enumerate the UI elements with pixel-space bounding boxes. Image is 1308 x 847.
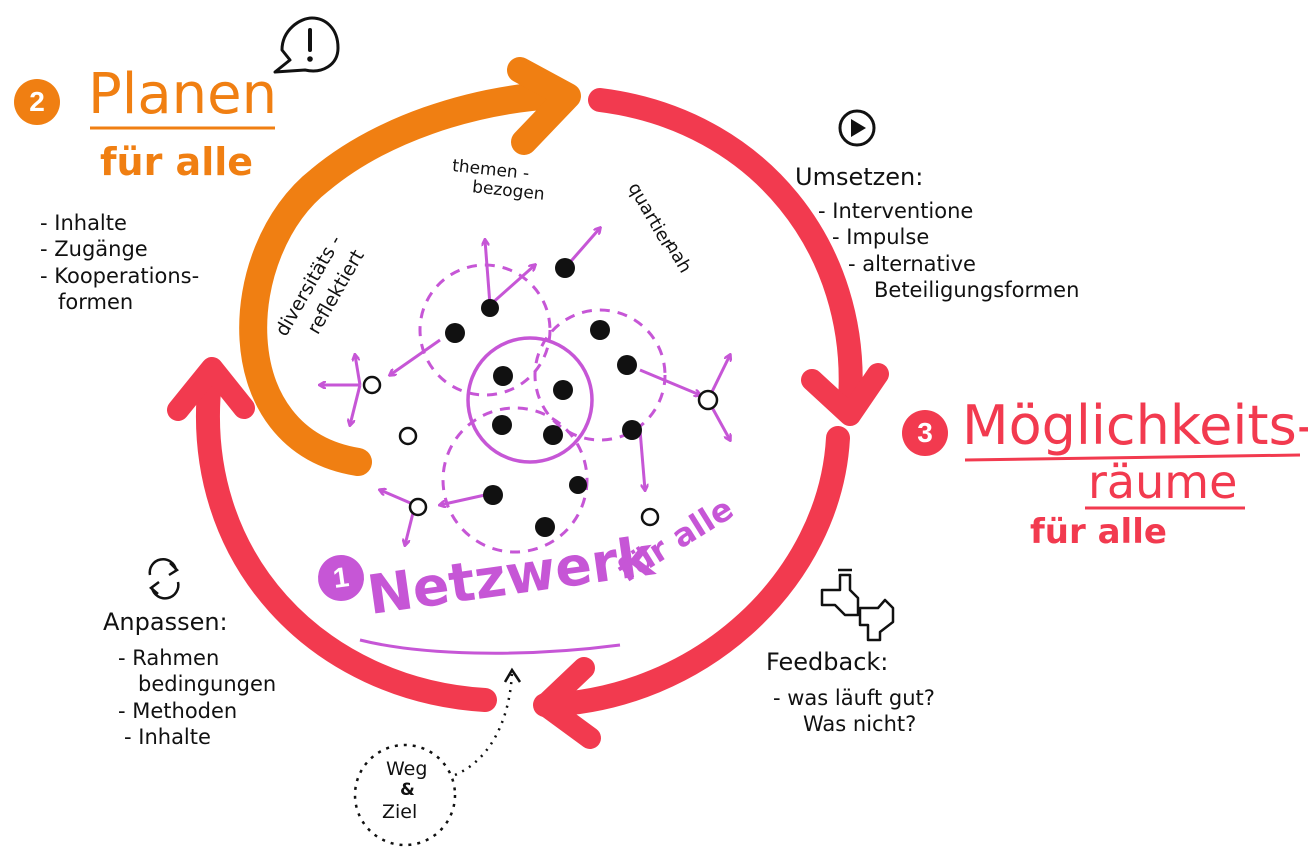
play-icon <box>838 109 876 147</box>
list-item: Beteiligungsformen <box>874 277 1080 302</box>
list-item: - Zugänge <box>40 237 148 262</box>
pipe-valve-icon <box>820 568 895 642</box>
list-item: - Impulse <box>832 225 930 250</box>
planen-title: Planen <box>88 62 278 127</box>
list-item: bedingungen <box>138 672 277 697</box>
umsetzen-list: - Interventione - Impulse - alternative … <box>818 198 1079 303</box>
planen-subtitle: für alle <box>100 140 254 184</box>
moeglichkeits-title-line1: Möglichkeits- <box>962 394 1308 457</box>
umsetzen-heading: Umsetzen: <box>795 163 924 191</box>
planen-arrow <box>239 57 581 476</box>
weg-ziel-line2: & <box>400 780 415 800</box>
feedback-heading: Feedback: <box>766 648 889 676</box>
anpassen-arrow <box>167 357 497 712</box>
list-item: - Inhalte <box>40 211 127 235</box>
list-item: Was nicht? <box>803 712 917 737</box>
cycle-arrows-icon <box>148 558 180 600</box>
list-item: - was läuft gut? <box>773 686 935 710</box>
moeglichkeits-title-line2: räume <box>1088 455 1238 509</box>
list-item: - Kooperations- <box>40 263 200 288</box>
feedback-list: - was läuft gut? Was nicht? <box>773 685 935 738</box>
netzwerk-underline <box>359 638 621 655</box>
weg-ziel-arrowhead <box>503 667 522 683</box>
list-item: - Rahmen <box>118 646 220 670</box>
network-cluster <box>320 228 730 554</box>
moeglichkeits-underline-1 <box>964 453 1301 462</box>
speech-bubble-exclamation-icon <box>273 16 340 74</box>
weg-ziel-line1: Weg <box>386 758 428 780</box>
umsetzen-arrow <box>588 88 889 426</box>
list-item: - Inhalte <box>124 724 211 749</box>
planen-number-badge: 2 <box>14 79 60 125</box>
list-item: formen <box>58 289 134 314</box>
weg-ziel-circle <box>353 743 457 847</box>
planen-list: - Inhalte - Zugänge - Kooperations- form… <box>40 210 199 315</box>
list-item: - Interventione <box>818 199 974 223</box>
weg-ziel-line3: Ziel <box>382 801 418 823</box>
list-item: - Methoden <box>118 698 238 723</box>
weg-ziel-connector <box>454 671 514 777</box>
feedback-arrow <box>533 426 850 749</box>
list-item: - alternative <box>848 251 976 276</box>
anpassen-heading: Anpassen: <box>103 608 228 636</box>
moeglichkeits-number-badge: 3 <box>902 410 948 456</box>
anpassen-list: - Rahmen bedingungen - Methoden - Inhalt… <box>118 645 276 750</box>
moeglichkeits-subtitle: für alle <box>1030 512 1167 552</box>
